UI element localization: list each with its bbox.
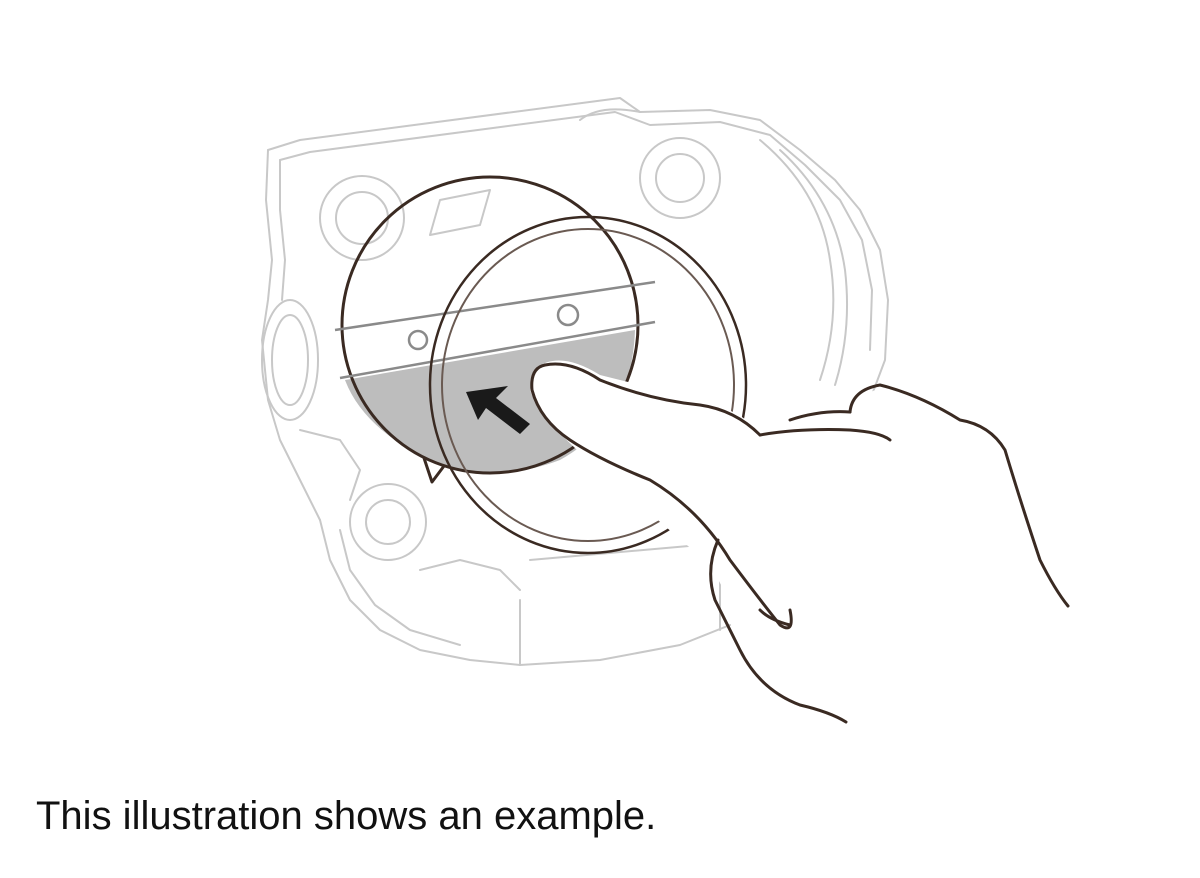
hand (530, 360, 1070, 724)
camera-lens-cap-illustration (261, 97, 1070, 724)
arrow-up-left-icon (466, 386, 530, 434)
camera-body-outline (261, 97, 889, 666)
caption: This illustration shows an example. (36, 794, 657, 838)
